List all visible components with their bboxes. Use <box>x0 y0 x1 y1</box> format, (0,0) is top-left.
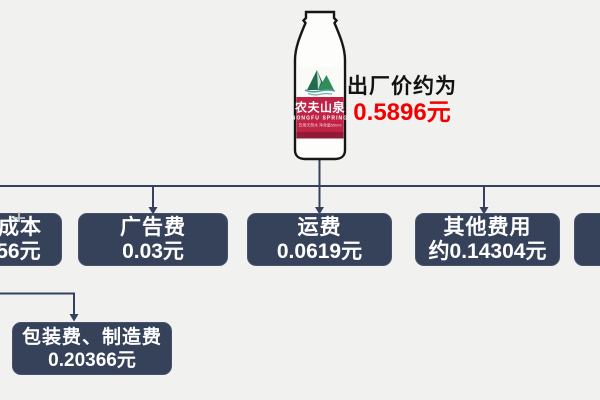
label-dark-strip <box>296 132 344 139</box>
cost-box-value: 0.03元 <box>122 239 184 263</box>
cost-box-value: 约0.14304元 <box>428 239 547 263</box>
cost-box-water: 水的成本 0.0056元 <box>0 213 62 266</box>
bottle-label: 农夫山泉 NONGFU SPRING 饮用天然水 净含量550ml <box>292 67 349 139</box>
cost-box-label: 其他费用 <box>443 215 532 239</box>
plus-mark-vertical <box>18 212 20 222</box>
factory-price-value: 0.5896元 <box>353 99 451 126</box>
brand-name-en: NONGFU SPRING <box>292 116 349 122</box>
label-red-band <box>296 97 344 132</box>
cost-box-other-fees: 其他费用 约0.14304元 <box>415 213 560 266</box>
sub-box-label: 包装费、制造费 <box>21 326 162 348</box>
cost-box-label: 运费 <box>297 215 342 239</box>
cost-box-value: 0.0056元 <box>0 239 41 263</box>
cost-box-label: 广告费 <box>120 215 186 239</box>
factory-price-label: 出厂价约为 <box>347 75 457 98</box>
cost-box-label: 水的成本 <box>0 215 42 239</box>
arrow-ad-head <box>148 207 158 215</box>
brand-name-cn: 农夫山泉 <box>294 100 346 115</box>
label-descriptor: 饮用天然水 净含量550ml <box>299 123 342 128</box>
mountain-logo-icon <box>304 70 336 96</box>
sub-box-value: 0.20366元 <box>48 349 136 371</box>
elbow-arrow-head <box>69 314 79 322</box>
cost-box-clipped-right <box>574 213 600 266</box>
plus-mark-artifact <box>13 212 25 222</box>
cost-box-advertising: 广告费 0.03元 <box>78 213 228 266</box>
sub-box-packaging-manufacturing: 包装费、制造费 0.20366元 <box>12 322 172 375</box>
arrow-other-head <box>479 207 489 215</box>
cost-box-value: 0.0619元 <box>276 239 363 263</box>
factory-price-note: 出厂价约为 0.5896元 <box>346 74 458 126</box>
elbow-connector <box>0 292 75 315</box>
cost-box-shipping: 运费 0.0619元 <box>247 213 392 266</box>
arrow-shipping-head <box>315 207 324 215</box>
water-bottle-illustration: 农夫山泉 NONGFU SPRING 饮用天然水 净含量550ml <box>292 10 349 161</box>
